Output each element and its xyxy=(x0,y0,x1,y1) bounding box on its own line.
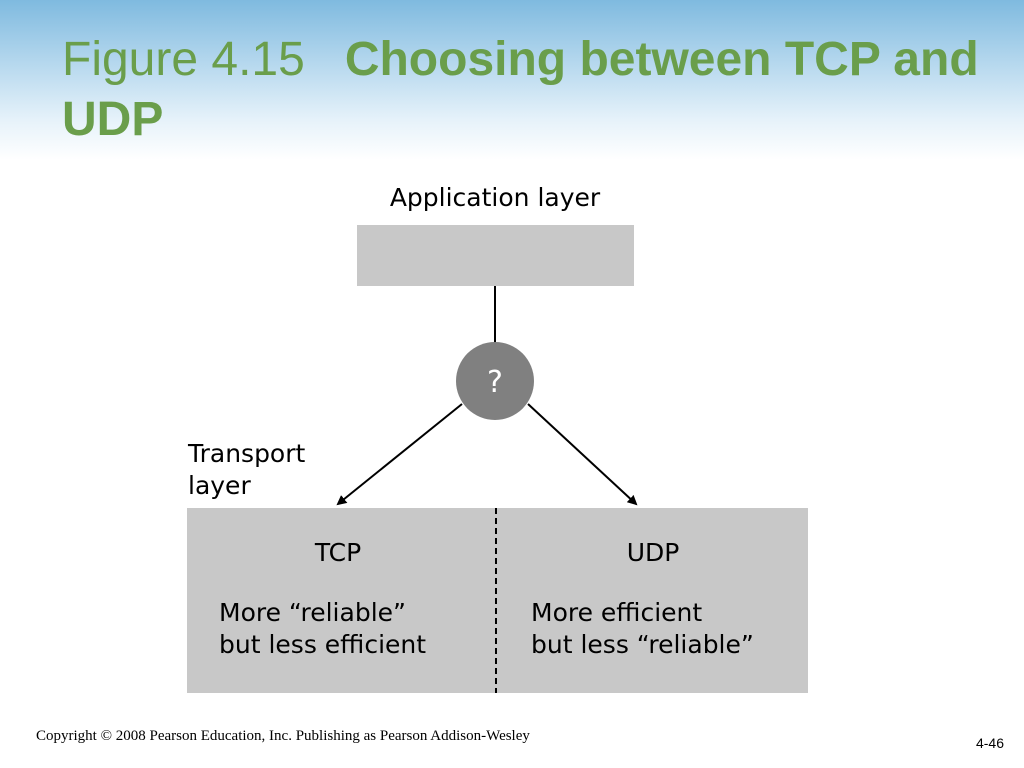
application-layer-label: Application layer xyxy=(390,183,601,212)
copyright-notice: Copyright © 2008 Pearson Education, Inc.… xyxy=(36,728,530,744)
tcp-description-line1: More “reliable” xyxy=(219,598,406,627)
arrow-to-udp xyxy=(527,403,638,506)
page-number: 4-46 xyxy=(975,735,1004,751)
question-mark-icon: ? xyxy=(487,365,503,400)
arrow-to-tcp xyxy=(336,403,463,506)
figure-number: Figure 4.15 xyxy=(62,33,305,86)
tcp-description-line2: but less efficient xyxy=(219,630,426,659)
udp-label: UDP xyxy=(627,538,680,567)
udp-description-line2: but less “reliable” xyxy=(531,630,754,659)
decision-circle xyxy=(456,342,534,420)
header-gradient-background xyxy=(0,0,1024,160)
application-layer-box xyxy=(357,225,634,286)
tcp-label: TCP xyxy=(314,538,361,567)
udp-description-line1: More efficient xyxy=(531,598,702,627)
figure-caption: Choosing between TCP and UDP xyxy=(62,33,979,146)
transport-layer-label-line1: Transport xyxy=(187,439,306,468)
transport-layer-box xyxy=(187,508,808,693)
transport-layer-label-line2: layer xyxy=(188,471,251,500)
